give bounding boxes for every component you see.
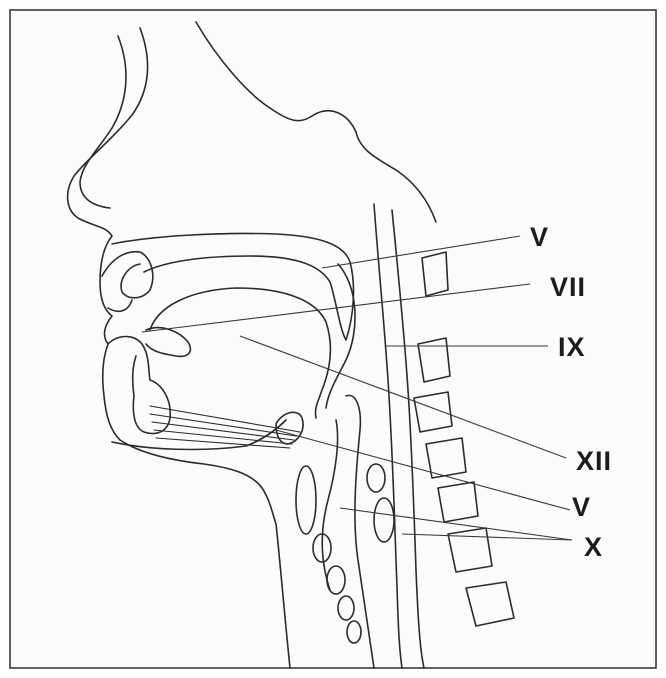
label-v-upper: V [530,222,549,252]
label-xii: XII [576,446,612,476]
label-vii: VII [550,272,586,302]
label-v-lower: V [572,492,591,522]
label-x: X [584,532,603,562]
label-ix: IX [558,332,586,362]
